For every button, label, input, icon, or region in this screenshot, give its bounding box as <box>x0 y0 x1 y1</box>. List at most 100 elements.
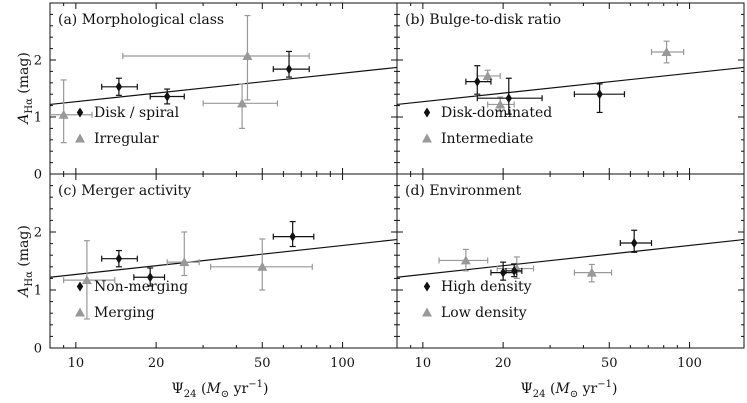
data-point <box>487 96 515 112</box>
diamond-marker <box>146 272 154 283</box>
diamond-marker <box>596 89 603 100</box>
triangle-marker <box>58 109 69 119</box>
data-point <box>619 229 653 253</box>
legend-label: Irregular <box>94 131 159 147</box>
data-point <box>476 69 501 83</box>
y-tick-label: 1 <box>34 111 42 126</box>
legend-label: Intermediate <box>441 131 533 147</box>
data-point <box>465 65 492 95</box>
series-1 <box>490 229 653 281</box>
series-1 <box>101 50 310 105</box>
y-axis-title-bottom: AHα (mag) <box>16 225 35 299</box>
diamond-marker <box>289 231 296 242</box>
diamond-marker <box>115 253 123 264</box>
legend-triangle-marker <box>422 133 432 143</box>
fit-line <box>50 238 397 278</box>
triangle-marker <box>81 275 92 285</box>
fit-line <box>50 66 397 106</box>
data-point <box>272 220 315 248</box>
diamond-marker <box>285 64 293 75</box>
panel-title: (b) Bulge-to-disk ratio <box>405 12 561 28</box>
triangle-marker <box>495 99 506 109</box>
data-point <box>209 238 313 291</box>
data-point <box>438 248 489 272</box>
y-axis-title-top: AHα (mag) <box>16 52 35 126</box>
x-tick-label: 20 <box>495 356 512 371</box>
data-point <box>476 77 543 115</box>
triangle-marker <box>460 255 471 265</box>
panel-frame <box>396 173 745 349</box>
diamond-marker <box>163 91 171 102</box>
series-1 <box>465 65 626 115</box>
x-tick-label: 10 <box>415 356 432 371</box>
series-2 <box>50 14 310 144</box>
panel-b: (b) Bulge-to-disk ratioDisk-dominatedInt… <box>396 2 745 175</box>
series-2 <box>63 231 313 320</box>
y-tick-label: 1 <box>34 284 42 299</box>
diamond-marker <box>630 238 638 249</box>
triangle-marker <box>242 51 253 61</box>
fit-line <box>397 238 744 278</box>
x-tick-label: 100 <box>677 356 702 371</box>
x-tick-label: 10 <box>68 356 85 371</box>
data-point <box>202 83 279 129</box>
diamond-marker <box>115 81 123 92</box>
panel-c: 0 1 2 10 20 50 100 (c) Merger activityNon-mergi… <box>34 173 398 371</box>
x-tick-label: 20 <box>148 356 165 371</box>
y-tick-label: 2 <box>34 54 42 69</box>
data-point <box>133 267 166 287</box>
data-point <box>122 14 310 101</box>
data-point <box>573 263 613 283</box>
data-point <box>166 231 200 277</box>
diamond-marker <box>510 265 518 276</box>
triangle-marker <box>237 98 248 108</box>
legend-diamond-marker <box>76 107 84 118</box>
y-tick-label: 0 <box>34 342 42 357</box>
legend-diamond-marker <box>423 107 431 118</box>
data-point <box>101 77 138 96</box>
x-tick-label: 100 <box>330 356 355 371</box>
triangle-marker <box>179 257 190 267</box>
data-point <box>149 88 185 105</box>
axis-ticks <box>396 2 744 175</box>
panel-title: (d) Environment <box>405 183 522 199</box>
panel-title: (c) Merger activity <box>58 183 191 199</box>
data-point <box>505 263 523 278</box>
data-point <box>650 40 685 64</box>
axis-ticks <box>49 2 397 175</box>
legend-triangle-marker <box>422 307 432 317</box>
triangle-marker <box>482 70 493 80</box>
data-point <box>63 240 116 320</box>
diamond-marker <box>499 267 507 278</box>
triangle-marker <box>661 47 672 57</box>
data-point <box>573 83 626 114</box>
panel-frame <box>396 2 745 175</box>
x-tick-label: 50 <box>254 356 271 371</box>
x-tick-label: 50 <box>601 356 618 371</box>
y-tick-label: 2 <box>34 226 42 241</box>
legend-triangle-marker <box>75 307 85 317</box>
data-point <box>101 249 138 268</box>
diamond-marker <box>474 76 481 87</box>
legend-label: Disk / spiral <box>94 105 180 121</box>
legend-triangle-marker <box>75 133 85 143</box>
diamond-marker <box>505 93 512 104</box>
axis-ticks <box>396 173 744 349</box>
legend-diamond-marker <box>423 281 431 292</box>
legend-diamond-marker <box>76 281 84 292</box>
x-axis-title-right: Ψ24 (M⊙ yr−1) <box>521 379 618 400</box>
series-1 <box>101 220 315 287</box>
x-axis-title-left: Ψ24 (M⊙ yr−1) <box>172 379 269 400</box>
panel-title: (a) Morphological class <box>58 12 224 28</box>
triangle-marker <box>586 267 597 277</box>
y-tick-label: 0 <box>34 168 42 183</box>
series-2 <box>438 248 613 283</box>
data-point <box>272 50 310 78</box>
